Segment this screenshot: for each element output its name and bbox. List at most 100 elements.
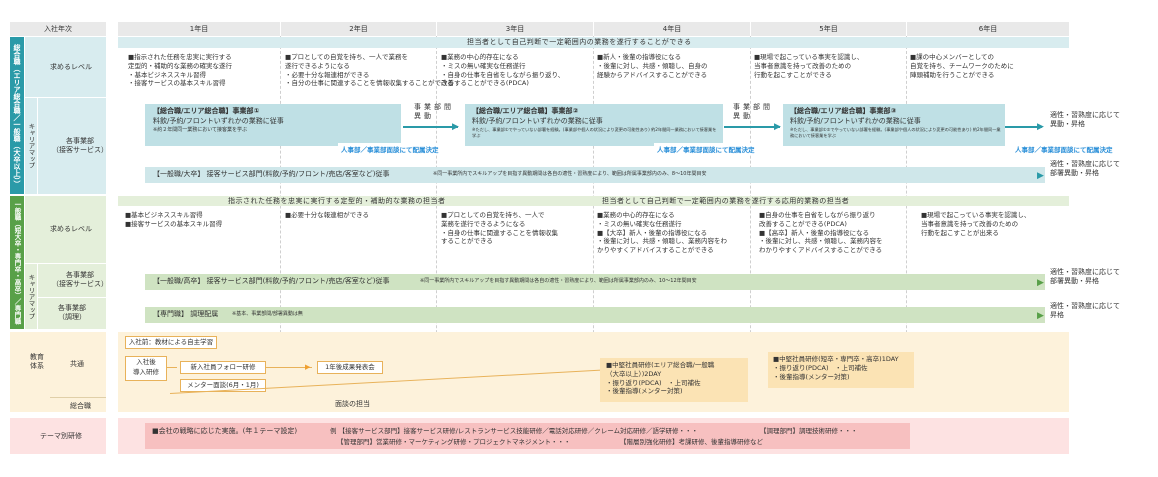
sogo-career-side [25,98,37,194]
ippan-level-2: ■必要十分な報連相ができる [285,211,370,219]
theme-label: テーマ別研修 [40,432,82,440]
sogo-career-label: キャリアマップ [27,123,35,169]
ippan-career-label: キャリアマップ [27,273,35,320]
year-divider [436,36,437,398]
ippan-level-5: ■自身の仕事を自省をしながら振り返り 改善することができる(PDCA) ■【高卒… [759,211,883,255]
sogo-bar-1-note: ※約２年間同一業務において接客業を学ぶ [153,127,248,133]
ippan-dept1-cell [38,264,106,297]
year-2-header: 2年目 [281,22,436,36]
ippan-bar-2-note: ※基本、事業部間/部署異動は無 [232,311,303,317]
arrow-line [167,367,177,368]
theme-line-1c: 【調理部門】調理技術研修・・・ [760,427,858,435]
sogo-level-2: ■プロとしての自覚を持ち、一人で業務を 遂行できるようになる ・必要十分な報連相… [285,53,454,88]
ippan-dept1-label: 各事業部 （接客サービス） [52,271,108,289]
sogo-side-label: 総合職（エリア総合職／一般職（大卒以上）） [10,37,24,194]
ippan-level-label: 求めるレベル [50,225,92,233]
ippan-level-6: ■現場で起こっている事実を認識し、 当事者意識を持って改善のための 行動を起こす… [921,211,1031,237]
sogo-bar-1-title: 【総合職/エリア総合職】事業部① [153,107,260,115]
sogo-bar-2-title: 【総合職/エリア総合職】事業部② [472,107,579,115]
decision-tag-1: 人事部／事業部面談にて配属決定 [338,143,442,155]
sogo-move-1: 事業部間 異動 [414,103,454,121]
sogo-bar-1-sub: 料飲/予約/フロントいずれかの業務に従事 [153,117,284,125]
ippan-dept2-cell [38,298,106,329]
sogo-bar-1 [145,104,401,146]
ippan-banner-right: 担当者として自己判断で一定範囲内の業務を遂行する応用的業務の担当者 [602,197,850,205]
decision-tag-2: 人事部／事業部面談にて配属決定 [654,143,758,155]
sogo-level-4: ■新人・後輩の指導役になる ・後輩に対し、共感・傾聴し、自身の 経験からアドバイ… [597,53,708,79]
sogo-end-2: 適性・習熟度に応じて 部署異動・昇格 [1050,160,1120,178]
arrow-head-icon: ▶ [1037,311,1044,321]
sogo-level-1: ■指示された任務を忠実に実行する 定型的・補助的な業務の確実な遂行 ・基本ビジネ… [128,53,232,88]
follow-training-box: 新入社員フォロー研修 [180,361,266,374]
ippan-side-label: 一般職（短大卒・専門卒・高卒）／専門職 [10,196,24,329]
ippan-banner-left: 指示された任務を忠実に実行する定型的・補助的な業務の担当者 [228,197,446,205]
sogo-bar-3-note: ※ただし、事業部①②でやっていない部署を経験。(事業部や個人の状況により変更の可… [790,127,1001,138]
sogo-level-5: ■現場で起こっている事実を認識し、 当事者意識を持って改善のための 行動を起こす… [754,53,864,79]
year-5-header: 5年目 [751,22,906,36]
intro-training-box: 入社後 導入研修 [125,356,167,381]
ippan-level-4: ■業務の中心的存在になる ・ミスの無い確実な任務遂行 ■【大卒】新人・後輩の指導… [597,211,727,255]
theme-line-1b: 例 【接客サービス部門】接客サービス研修/レストランサービス技能研修／電話対応研… [330,427,699,435]
sogo-bar-3 [783,104,1005,146]
sogo-general-bar [145,167,1045,183]
theme-box [145,423,910,449]
edu-side-label: 教育体系 [30,353,44,371]
theme-label-cell [10,418,106,454]
ippan-bar-1 [145,274,1045,290]
theme-line-1a: ■会社の戦略に応じた実施。(年１テーマ設定) [152,427,298,435]
arrow-head-icon: ▶ [1037,278,1044,288]
arrow-line [403,126,458,128]
ippan-bar-2-label: 【専門職】 調理配属 [153,310,219,318]
ippan-banner-bg [118,196,1069,206]
sogo-bar-3-sub: 料飲/予約/フロントいずれかの業務に従事 [790,117,921,125]
sogo-level-3: ■業務の中心的存在になる ・ミスの無い確実な任務遂行 ・自身の仕事を自省をしなが… [441,53,565,88]
pre-join-box: 入社前：教材による自主学習 [125,336,217,349]
sogo-bar-2 [465,104,723,146]
mid-training-2-bg [768,352,914,388]
mentor-box: メンター面談(6月・1月) [180,379,266,392]
arrow-line [724,126,780,128]
ippan-end-2: 適性・習熟度に応じて 昇格 [1050,302,1120,320]
sogo-end-1: 適性・習熟度に応じて 異動・昇格 [1050,111,1120,129]
sogo-bar-2-sub: 料飲/予約/フロントいずれかの業務に従事 [472,117,603,125]
year-divider [750,36,751,398]
year-column-header: 入社年次 [10,22,106,36]
year-6-header: 6年目 [907,22,1069,36]
sogo-general-note: ※同一事業所内でスキルアップを目指す異動期間は各自の適性・習熟度により、範囲は所… [433,171,707,177]
arrow-line [266,367,312,368]
year-divider [593,36,594,398]
year-1-header: 1年目 [118,22,280,36]
decision-tag-3: 人事部／事業部面談にて配属決定 [1012,143,1116,155]
mid-training-2: ■中堅社員研修(短卒・専門卒・高卒)1DAY ・振り返り(PDCA) ・上司補佐… [773,355,899,381]
edu-common-label: 共通 [70,360,84,368]
sogo-bar-3-title: 【総合職/エリア総合職】事業部③ [790,107,897,115]
ippan-level-1: ■基本ビジネススキル習得 ■接客サービスの基本スキル習得 [125,211,223,228]
ippan-bar-1-label: 【一般職/高卒】 接客サービス部門(料飲/予約/フロント/売店/客室など)従事 [153,277,390,285]
ippan-end-1: 適性・習熟度に応じて 部署異動・昇格 [1050,268,1120,286]
mid-training-1-bg [600,358,748,402]
ippan-bar-2 [145,307,1045,323]
sogo-top-banner-bg [118,37,1069,48]
arrow-line [1005,126,1042,128]
year-divider [906,36,907,398]
mentor-role: 面談の担当 [335,400,370,408]
arrow-head-icon: ▶ [305,363,311,371]
sogo-level-label: 求めるレベル [50,63,92,71]
arrow-head-icon: ▶ [1037,122,1044,132]
ippan-career-side [25,264,37,329]
theme-line-2b: 【階層別強化研修】考課研修、後輩指導研修など [620,438,763,446]
sogo-top-banner: 担当者として自己判断で一定範囲内の業務を遂行することができる [467,38,692,46]
sogo-dept-cell [38,98,106,194]
edu-left-bg [10,332,106,412]
arrow-head-icon: ▶ [1037,171,1044,181]
arrow-head-icon: ▶ [452,122,459,132]
first-year-box: 1年後成果発表会 [317,361,383,374]
sogo-dept-label: 各事業部 （接客サービス） [52,137,108,155]
sogo-move-2: 事業部間 異動 [733,103,773,121]
sogo-level-6: ■課の中心メンバーとしての 自覚を持ち、チームワークのために 陣頭補助を行うこと… [910,53,1014,79]
ippan-dept2-label: 各事業部 （調理） [58,304,86,322]
ippan-bar-1-note: ※同一事業所内でスキルアップを目指す異動期間は各自の適性・習熟度により、範囲は所… [420,278,697,284]
ippan-level-cell [25,196,106,263]
divider [50,397,106,398]
sogo-bar-2-note: ※ただし、事業部①でやっていない部署を経験。(事業部や個人の状況により変更の可能… [472,127,717,138]
